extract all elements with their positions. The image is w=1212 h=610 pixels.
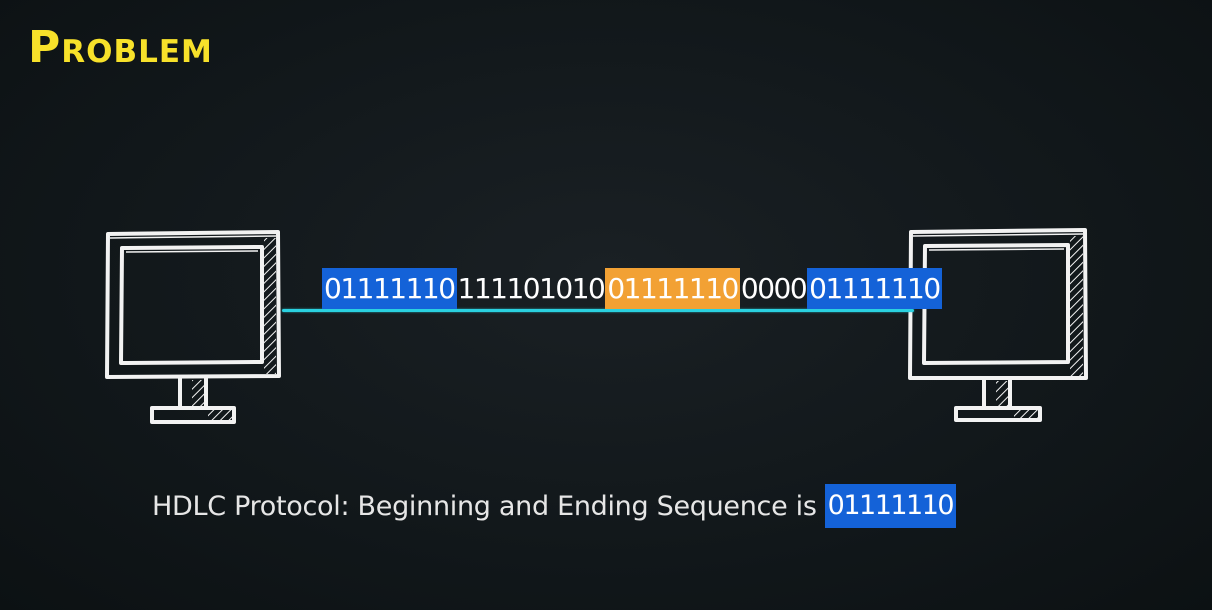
- bitstream-flag-segment: 01111110: [322, 268, 457, 309]
- connection-line: [282, 309, 914, 312]
- bitstream-data-segment: 111101010: [457, 272, 606, 305]
- bitstream-data-segment: 0000: [740, 272, 808, 305]
- computer-monitor-icon: [908, 228, 1088, 422]
- caption-flag-highlight: 01111110: [824, 484, 957, 528]
- caption-text: HDLC Protocol: Beginning and Ending Sequ…: [152, 490, 817, 522]
- caption: HDLC Protocol: Beginning and Ending Sequ…: [152, 484, 957, 528]
- computer-monitor-icon: [105, 230, 281, 424]
- bitstream-flag-segment: 01111110: [807, 268, 942, 309]
- bitstream-flag-segment: 01111110: [605, 268, 740, 309]
- slide-title: Problem: [28, 22, 213, 73]
